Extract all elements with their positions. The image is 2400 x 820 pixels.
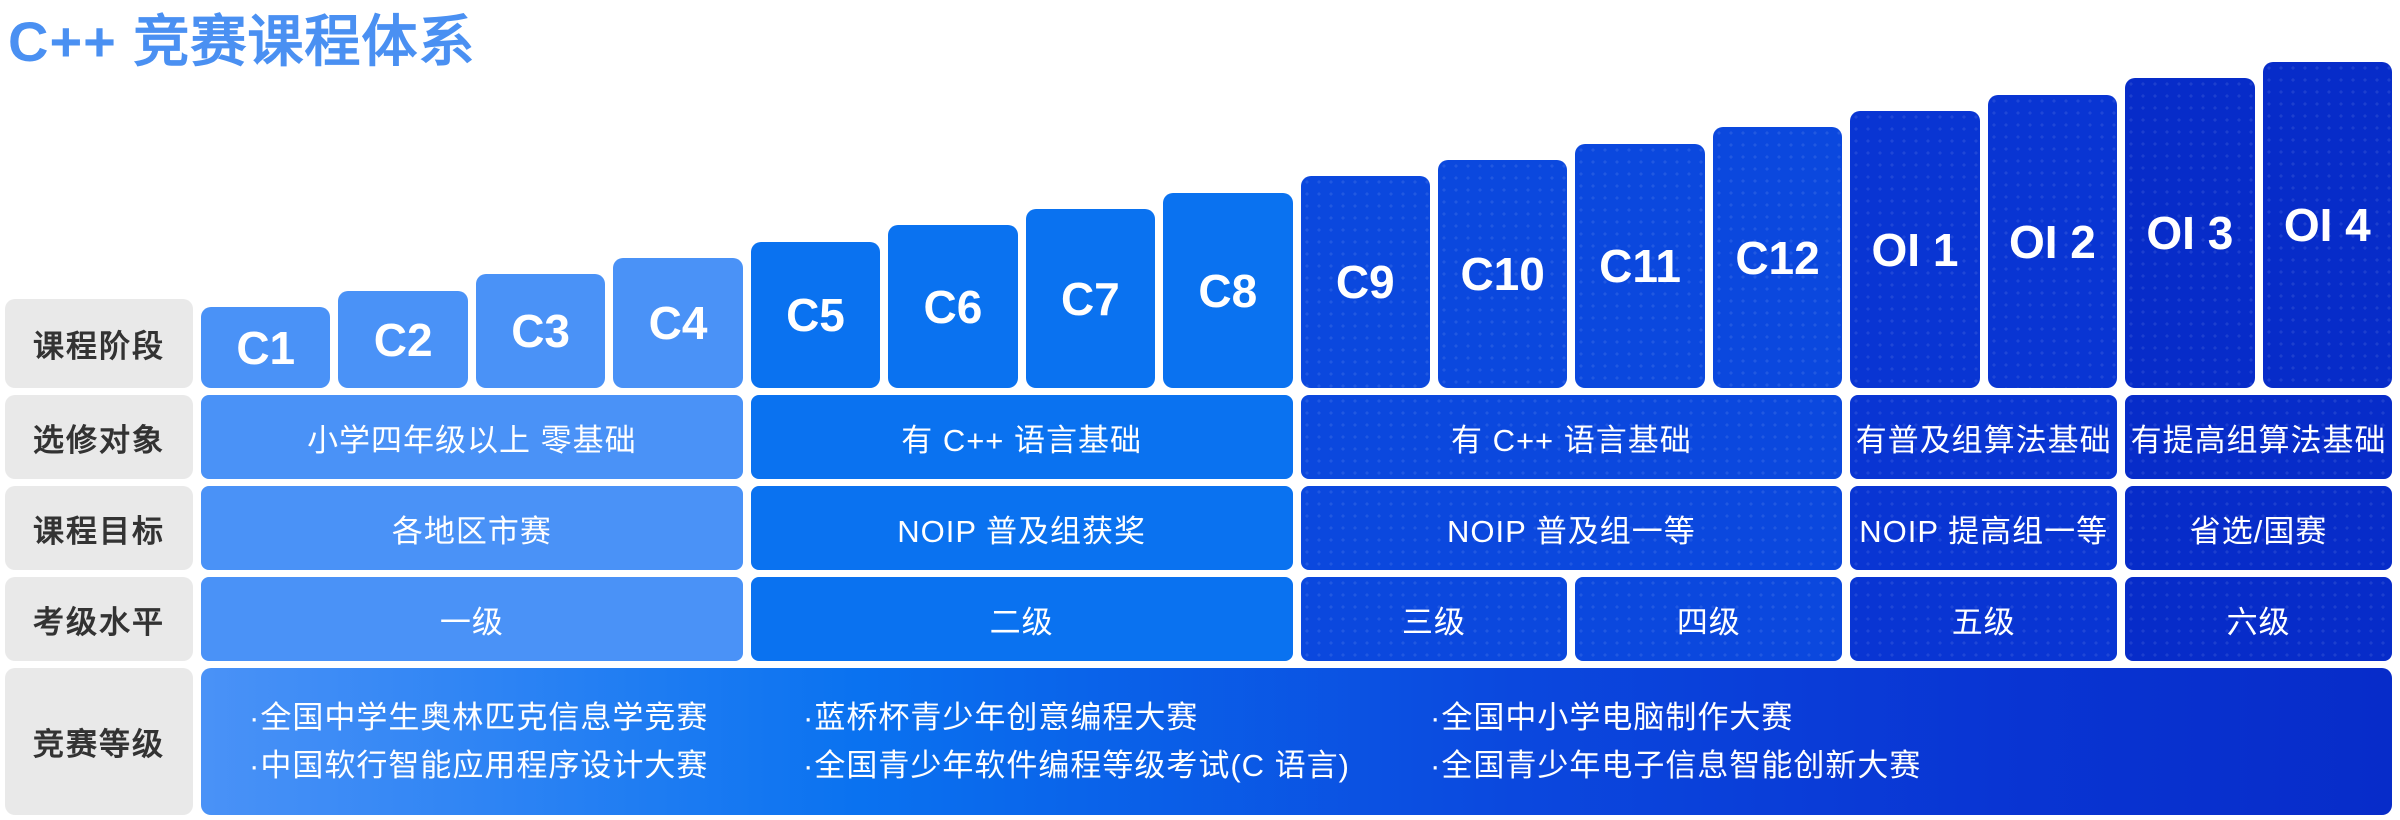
stage-bar-c11: C11 xyxy=(1575,144,1705,388)
stage-bar-oi3: OI 3 xyxy=(2125,78,2255,388)
competition-item: ·全国中小学电脑制作大赛 xyxy=(1430,699,1794,735)
goal-cell: NOIP 普及组获奖 xyxy=(750,486,1293,570)
stage-bar-c4: C4 xyxy=(613,258,743,388)
competitions-column-3: ·全国中小学电脑制作大赛 ·全国青少年电子信息智能创新大赛 xyxy=(1430,694,2392,790)
audience-cell: 有 C++ 语言基础 xyxy=(1300,395,1843,479)
stage-bar-oi4: OI 4 xyxy=(2262,62,2392,388)
competitions-cell: ·全国中学生奥林匹克信息学竞赛 ·中国软行智能应用程序设计大赛 ·蓝桥杯青少年创意编… xyxy=(201,668,2392,815)
row-label-stage: 课程阶段 xyxy=(5,299,193,388)
level-cell: 四级 xyxy=(1575,577,1843,661)
row-label-goal: 课程目标 xyxy=(5,486,193,570)
row-label-audience: 选修对象 xyxy=(5,395,193,479)
level-cell: 二级 xyxy=(750,577,1293,661)
stage-bar-c6: C6 xyxy=(888,225,1018,388)
audience-cell: 有提高组算法基础 xyxy=(2125,395,2392,479)
competition-item: ·蓝桥杯青少年创意编程大赛 xyxy=(803,699,1199,735)
level-cell: 五级 xyxy=(1850,577,2118,661)
stage-bar-c8: C8 xyxy=(1163,193,1293,388)
stage-bar-oi2: OI 2 xyxy=(1987,95,2118,388)
stage-bar-c9: C9 xyxy=(1300,176,1430,388)
audience-cell: 小学四年级以上 零基础 xyxy=(201,395,743,479)
competition-item: ·全国中学生奥林匹克信息学竞赛 xyxy=(249,699,709,735)
page-title: C++ 竞赛课程体系 xyxy=(8,10,476,73)
level-cell: 三级 xyxy=(1300,577,1568,661)
stage-bar-c3: C3 xyxy=(475,274,606,388)
competitions-column-2: ·蓝桥杯青少年创意编程大赛 ·全国青少年软件编程等级考试(C 语言) xyxy=(803,694,1430,790)
goal-cell: 省选/国赛 xyxy=(2125,486,2392,570)
stage-bar-c5: C5 xyxy=(750,242,881,388)
competition-item: ·全国青少年软件编程等级考试(C 语言) xyxy=(803,747,1350,783)
stage-bar-c7: C7 xyxy=(1025,209,1156,388)
stage-bar-c10: C10 xyxy=(1437,160,1568,388)
stage-bar-c12: C12 xyxy=(1712,127,1843,388)
stage-bar-c1: C1 xyxy=(201,307,331,388)
audience-cell: 有 C++ 语言基础 xyxy=(750,395,1293,479)
competition-item: ·中国软行智能应用程序设计大赛 xyxy=(249,747,709,783)
goal-cell: NOIP 普及组一等 xyxy=(1300,486,1843,570)
audience-cell: 有普及组算法基础 xyxy=(1850,395,2118,479)
goal-cell: NOIP 提高组一等 xyxy=(1850,486,2118,570)
goal-cell: 各地区市赛 xyxy=(201,486,743,570)
level-cell: 一级 xyxy=(201,577,743,661)
competitions-column-1: ·全国中学生奥林匹克信息学竞赛 ·中国软行智能应用程序设计大赛 xyxy=(249,694,803,790)
stage-bar-oi1: OI 1 xyxy=(1850,111,1980,388)
row-label-level: 考级水平 xyxy=(5,577,193,661)
level-cell: 六级 xyxy=(2125,577,2392,661)
row-label-competitions: 竞赛等级 xyxy=(5,668,193,815)
stage-bar-c2: C2 xyxy=(338,291,468,388)
row-labels-column: 课程阶段选修对象课程目标考级水平竞赛等级 xyxy=(5,30,193,815)
competition-item: ·全国青少年电子信息智能创新大赛 xyxy=(1430,747,1922,783)
